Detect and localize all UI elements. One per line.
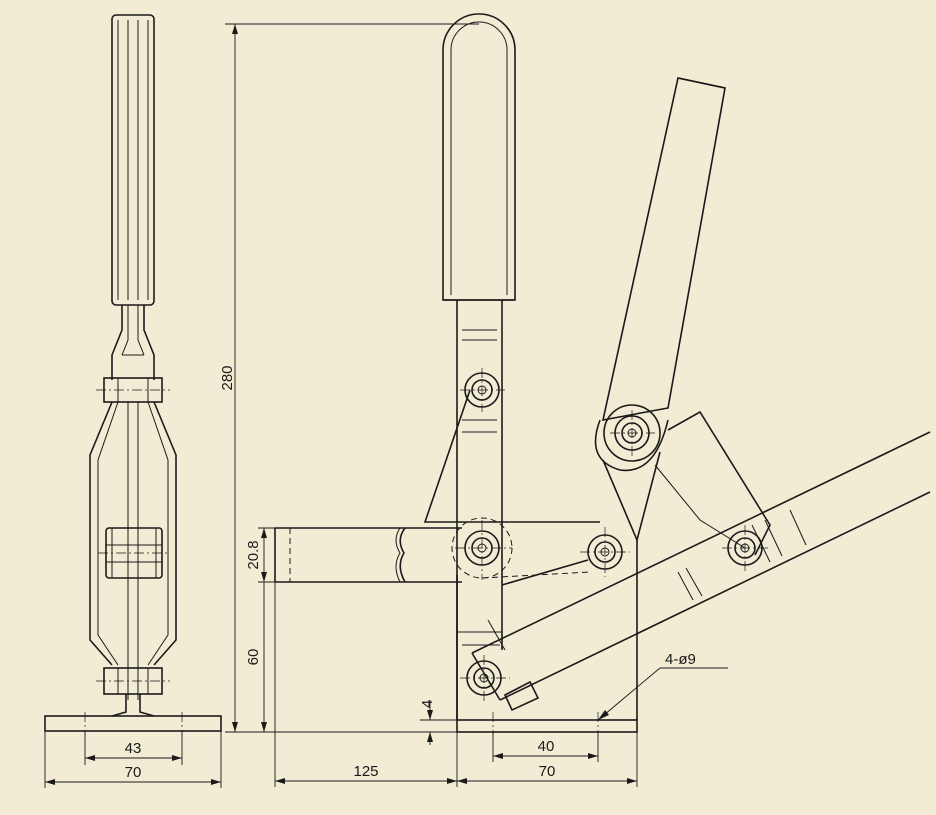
- front-base-plate: [44, 715, 222, 732]
- hole-callout: 4-ø9: [597, 651, 728, 721]
- dim-label-125: 125: [353, 763, 378, 780]
- dim-label-70-front: 70: [125, 764, 142, 781]
- front-handle-grip: [111, 14, 155, 306]
- dim-side-hole-spacing: 40: [492, 732, 599, 762]
- dim-pivot-height: 60: [245, 582, 267, 732]
- dim-label-40: 40: [538, 738, 555, 755]
- dim-label-20-8: 20.8: [245, 540, 262, 569]
- front-view: [44, 14, 222, 735]
- dim-label-43: 43: [125, 740, 142, 757]
- dim-label-60: 60: [245, 649, 262, 666]
- side-handle-grip: [442, 13, 516, 301]
- dim-side-base-width: 70: [457, 732, 638, 787]
- dim-label-280: 280: [219, 365, 236, 390]
- clamp-bar-open-position: [471, 431, 931, 701]
- dim-front-base-width: 70: [44, 731, 222, 788]
- dim-label-hole-callout: 4-ø9: [665, 651, 696, 668]
- dim-base-offset: 4: [419, 700, 457, 745]
- clamp-bar: [274, 527, 462, 583]
- dim-bar-height: 20.8: [245, 527, 275, 583]
- dim-reach: 125: [274, 582, 458, 787]
- dim-label-4: 4: [419, 700, 436, 708]
- handle-open-position: [594, 77, 726, 541]
- side-view: [274, 13, 931, 736]
- dim-front-hole-spacing: 43: [84, 731, 183, 765]
- dim-total-height: 280: [219, 23, 479, 732]
- dim-label-70-side: 70: [539, 763, 556, 780]
- side-base-plate: [456, 719, 638, 733]
